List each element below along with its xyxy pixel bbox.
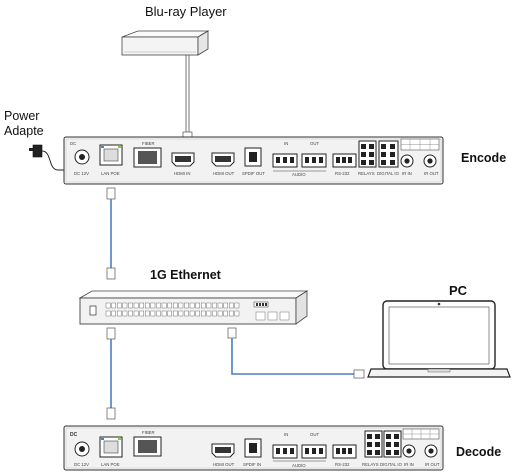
decoder-label: Decode	[456, 445, 502, 459]
switch-port-icon	[156, 310, 161, 317]
switch-port-icon	[195, 310, 201, 317]
ethernet-switch-device	[78, 290, 309, 325]
dec-ir-out-label: IR OUT	[425, 462, 440, 467]
bluray-player-device	[121, 30, 210, 56]
enc-hdmi-out-label: HDMI OUT	[213, 171, 235, 176]
encoder-device: DC DC 12V LAN POE FIBER HDMI IN HDMI OUT…	[63, 136, 444, 185]
switch-port-icon	[223, 310, 229, 317]
switch-port-icon	[234, 302, 240, 309]
switch-port-icon	[167, 310, 173, 317]
ethernet-cable-encoder	[106, 187, 116, 280]
svg-text:DC: DC	[70, 141, 76, 146]
switch-port-icon	[184, 310, 189, 317]
dec-fiber-label: FIBER	[142, 430, 155, 435]
dec-ir-in-label: IR IN	[404, 462, 414, 467]
svg-text:DC: DC	[70, 432, 78, 438]
switch-port-icon	[217, 302, 223, 309]
enc-hdmi-in-label: HDMI IN	[174, 171, 190, 176]
switch-port-icon	[172, 302, 178, 309]
dec-audio-label: AUDIO	[292, 463, 306, 468]
switch-port-icon	[139, 302, 145, 309]
encoder-label: Encode	[461, 151, 507, 165]
ethernet-cable-pc	[227, 327, 365, 379]
dec-hdmi-out-label: HDMI OUT	[213, 462, 235, 467]
switch-port-icon	[172, 310, 178, 317]
switch-port-icon	[105, 302, 111, 309]
switch-port-icon	[133, 310, 139, 317]
switch-port-icon	[206, 302, 212, 309]
switch-port-icon	[111, 302, 116, 309]
switch-port-icon	[206, 310, 212, 317]
ethernet-switch-label: 1G Ethernet	[150, 268, 221, 282]
hdmi-cable	[182, 55, 193, 141]
switch-port-icon	[133, 302, 139, 309]
dec-audio-in-label: IN	[284, 432, 288, 437]
dec-lan-label: LAN POE	[101, 462, 120, 467]
switch-port-icon	[212, 302, 217, 309]
decoder-device: DC DC 12V LAN POE FIBER HDMI OUT SPDIF I…	[63, 425, 444, 471]
switch-port-icon	[122, 302, 128, 309]
dec-audio-out-label: OUT	[310, 432, 319, 437]
enc-rs232-label: RS-232	[335, 171, 350, 176]
switch-port-icon	[228, 302, 234, 309]
switch-power-icon	[89, 305, 97, 316]
power-adapter-label-line2: Adapte	[4, 124, 44, 138]
switch-port-icon	[144, 310, 150, 317]
switch-port-icon	[200, 302, 206, 309]
switch-port-icon	[156, 302, 161, 309]
switch-port-row	[105, 302, 240, 317]
switch-port-icon	[139, 310, 145, 317]
switch-port-icon	[144, 302, 150, 309]
switch-port-icon	[150, 310, 156, 317]
enc-audio-label: AUDIO	[292, 172, 306, 177]
switch-port-icon	[234, 310, 240, 317]
switch-port-icon	[178, 310, 184, 317]
enc-ir-in-label: IR IN	[402, 171, 412, 176]
switch-port-icon	[105, 310, 111, 317]
power-adapter-label: Power Adapte	[4, 109, 44, 139]
switch-port-icon	[116, 302, 122, 309]
power-adapter-label-line1: Power	[4, 109, 40, 123]
enc-audio-out-label: OUT	[310, 141, 319, 146]
dec-rs232-label: RS-232	[335, 462, 350, 467]
pc-label: PC	[449, 283, 468, 298]
enc-fiber-label: FIBER	[142, 141, 155, 146]
dec-spdif-label: SPDIF IN	[243, 462, 261, 467]
switch-port-icon	[223, 302, 229, 309]
dec-relays-label: RELAYS	[362, 462, 379, 467]
switch-port-icon	[161, 310, 167, 317]
switch-port-icon	[212, 310, 217, 317]
enc-dc-label: DC 12V	[74, 171, 89, 176]
dec-digital-io-label: DIGITAL IO	[380, 462, 403, 467]
enc-spdif-label: SPDIF OUT	[242, 171, 265, 176]
switch-port-icon	[111, 310, 116, 317]
switch-port-icon	[228, 310, 234, 317]
switch-port-icon	[116, 310, 122, 317]
bluray-player-label: Blu-ray Player	[145, 4, 227, 19]
enc-relays-label: RELAYS	[358, 171, 375, 176]
ethernet-cable-decoder	[106, 327, 116, 420]
dec-dc-label: DC 12V	[74, 462, 89, 467]
enc-ir-out-label: IR OUT	[424, 171, 439, 176]
switch-port-icon	[217, 310, 223, 317]
switch-port-icon	[200, 310, 206, 317]
switch-port-icon	[150, 302, 156, 309]
laptop-pc-icon	[367, 300, 511, 378]
enc-digital-io-label: DIGITAL IO	[377, 171, 400, 176]
switch-port-icon	[184, 302, 189, 309]
switch-port-icon	[128, 310, 133, 317]
enc-lan-label: LAN POE	[101, 171, 120, 176]
switch-port-icon	[122, 310, 128, 317]
switch-port-icon	[195, 302, 201, 309]
switch-port-icon	[189, 302, 195, 309]
enc-audio-in-label: IN	[284, 141, 288, 146]
switch-port-icon	[189, 310, 195, 317]
switch-port-icon	[128, 302, 133, 309]
switch-port-icon	[178, 302, 184, 309]
switch-port-icon	[161, 302, 167, 309]
switch-port-icon	[167, 302, 173, 309]
